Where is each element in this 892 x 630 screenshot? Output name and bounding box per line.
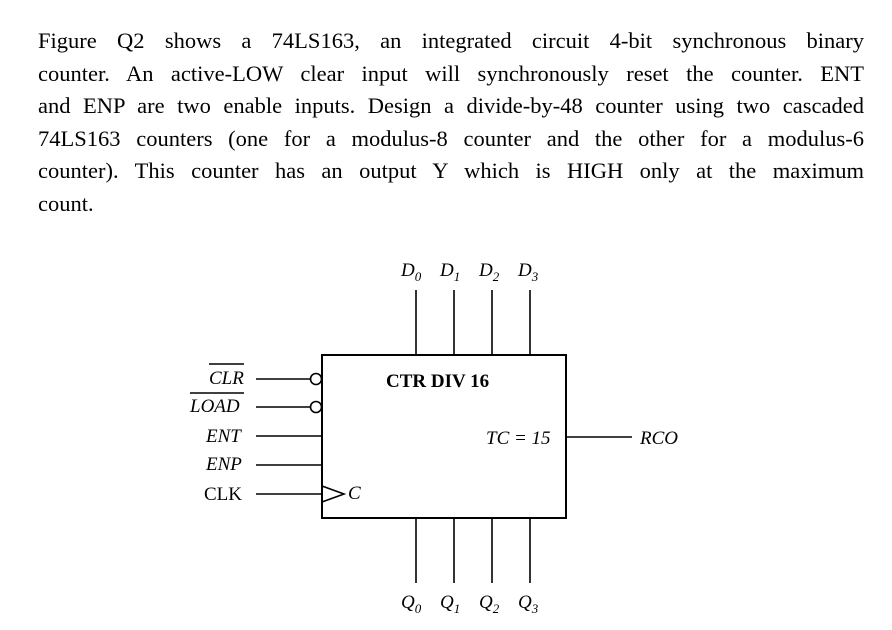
q0-label: Q0 (401, 592, 422, 616)
d1-label: D1 (439, 260, 460, 284)
load-label: LOAD (189, 396, 240, 417)
chip-title: CTR DIV 16 (386, 371, 489, 392)
clock-label: C (348, 483, 361, 504)
enp-label: ENP (205, 454, 242, 475)
question-line: count. (38, 190, 94, 216)
question-line: and ENP are two enable inputs. Design a … (38, 93, 864, 118)
load-inversion-bubble (309, 400, 323, 414)
question-line: Figure Q2 shows a 74LS163, an integrated… (38, 28, 864, 53)
question-line: counter). This counter has an output Y w… (38, 158, 864, 183)
clk-label: CLK (204, 484, 242, 505)
ent-label: ENT (205, 426, 242, 447)
clock-triangle-icon (321, 485, 347, 503)
rco-label: RCO (639, 428, 678, 449)
clr-inversion-bubble (309, 372, 323, 386)
d2-label: D2 (478, 260, 500, 284)
d0-label: D0 (400, 260, 422, 284)
d3-label: D3 (517, 260, 539, 284)
tc-label: TC = 15 (486, 428, 551, 449)
q2-label: Q2 (479, 592, 500, 616)
question-line: counter. An active-LOW clear input will … (38, 60, 864, 86)
clr-label: CLR (209, 368, 244, 389)
question-text: Figure Q2 shows a 74LS163, an integrated… (38, 25, 864, 220)
question-line: 74LS163 counters (one for a modulus-8 co… (38, 125, 864, 151)
q1-label: Q1 (440, 592, 460, 616)
q3-label: Q3 (518, 592, 539, 616)
